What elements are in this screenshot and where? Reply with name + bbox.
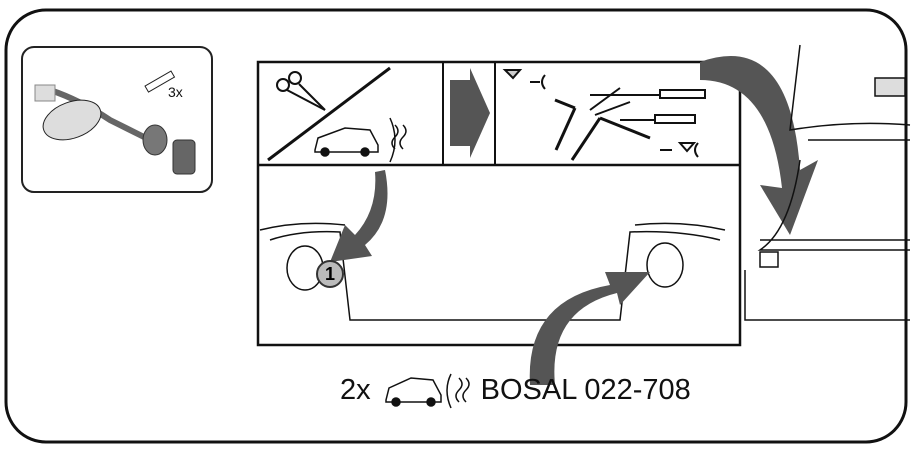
main-panel [256,60,742,347]
wire-bundle-icon [42,99,102,141]
outer-frame [4,8,908,444]
fuse-quantity-label: 3x [168,84,183,100]
socket-icon [172,139,196,175]
fuse-icon [144,70,176,93]
connector-icon [34,84,56,102]
right-fog-light [646,242,684,288]
caption-quantity: 2x [340,373,371,406]
to-car-arrow [700,56,818,236]
scissors-icon [276,71,326,111]
grommet-icon [142,124,168,156]
kit-panel [21,46,213,193]
part-caption: 2x BOSAL 022-708 [340,370,691,410]
route-arrow-left [330,170,388,262]
caption-reference: BOSAL 022-708 [480,373,691,406]
cut-line [267,66,391,162]
crimp-tool-icon [502,69,706,161]
car-light-icon [314,117,407,163]
route-arrow-right [529,272,650,385]
next-step-arrow [450,68,490,158]
car-rear-drawing [744,44,911,321]
car-fog-light-icon [384,373,470,409]
bumper-drawing [259,222,726,321]
step-marker: 1 [316,260,344,288]
